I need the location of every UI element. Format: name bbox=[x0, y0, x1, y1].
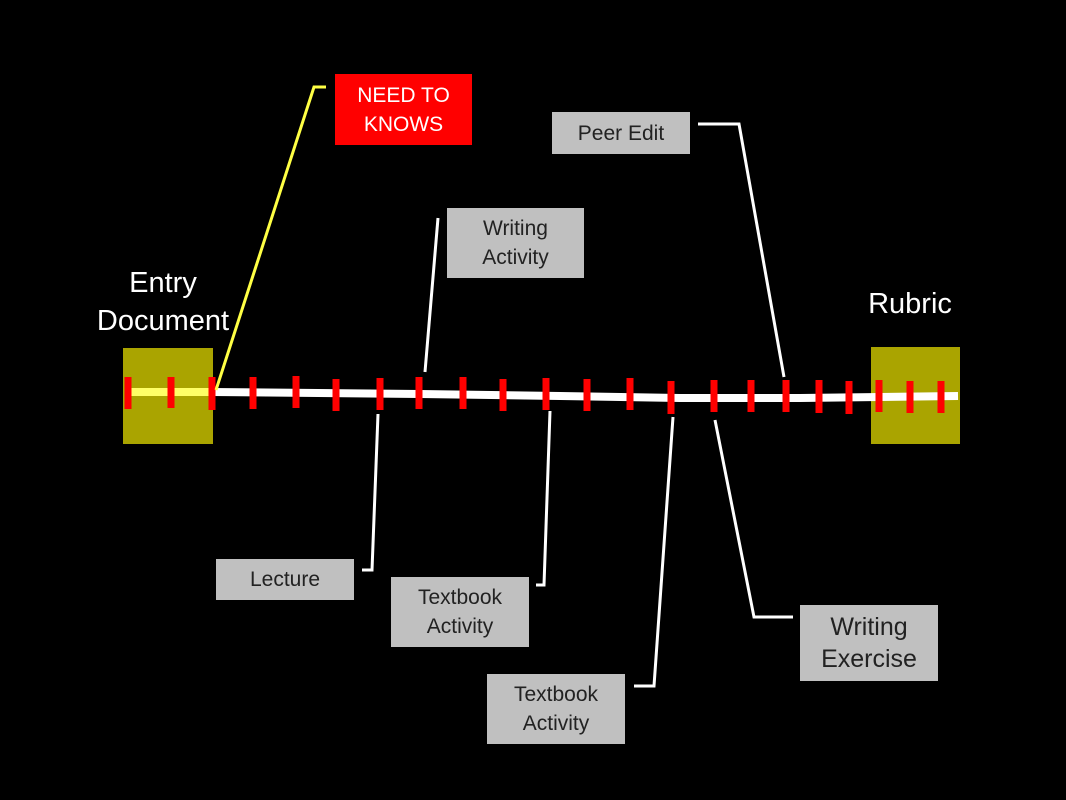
peer-edit-box: Peer Edit bbox=[552, 112, 690, 154]
connector-lecture bbox=[362, 413, 380, 572]
connector-writing-activity bbox=[423, 217, 440, 373]
connector-peer-edit bbox=[698, 122, 786, 378]
timeline-line bbox=[211, 388, 959, 402]
entry-document-line2: Document bbox=[96, 305, 230, 337]
writing-exercise-box: Writing Exercise bbox=[800, 605, 938, 681]
textbook-activity-box-1: Textbook Activity bbox=[391, 577, 529, 647]
connector-need-to-knows bbox=[214, 85, 326, 391]
lecture-box: Lecture bbox=[216, 559, 354, 600]
connector-textbook-activity-1 bbox=[536, 410, 552, 587]
rubric-label: Rubric bbox=[868, 288, 952, 320]
tick-marks bbox=[124, 376, 945, 414]
need-to-knows-box: NEED TO KNOWS bbox=[335, 74, 472, 145]
writing-activity-box: Writing Activity bbox=[447, 208, 584, 278]
entry-document-label: Entry Document bbox=[80, 264, 246, 340]
connector-textbook-activity-2 bbox=[634, 416, 675, 688]
entry-document-line1: Entry bbox=[129, 267, 197, 299]
connector-writing-exercise bbox=[713, 419, 793, 619]
textbook-activity-box-2: Textbook Activity bbox=[487, 674, 625, 744]
